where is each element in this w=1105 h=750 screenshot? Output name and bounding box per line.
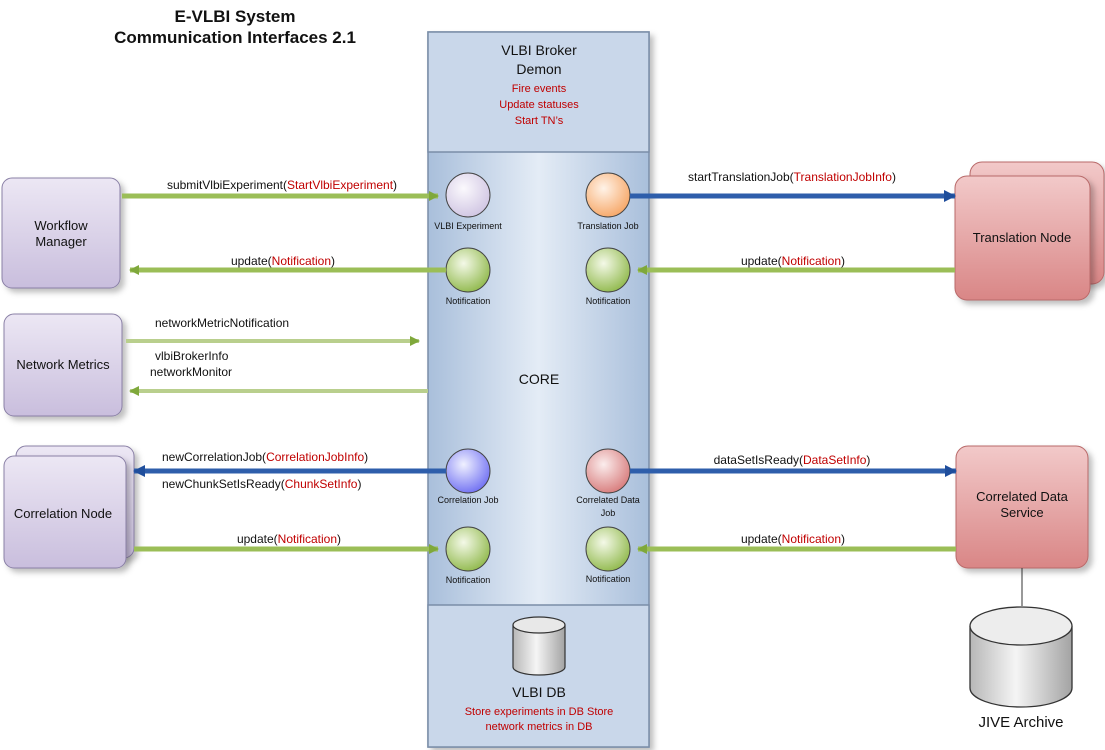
correlated-data-service-label-2: Service <box>1000 505 1043 520</box>
notification-label-cn: Notification <box>446 575 491 585</box>
correlated-data-job-label-1: Correlated Data <box>576 495 640 505</box>
notification-port-tn <box>585 247 631 293</box>
correlation-update-label: update(Notification) <box>237 532 341 546</box>
workflow-manager-label-2: Manager <box>35 234 87 249</box>
broker-title-2: Demon <box>516 61 561 77</box>
notification-port-cds <box>585 526 631 572</box>
title-line-1: E-VLBI System <box>174 7 296 26</box>
translation-job-port <box>585 172 631 218</box>
broker-note-start-tns: Start TN’s <box>515 115 564 127</box>
correlated-data-job-port <box>585 448 631 494</box>
diagram-title: E-VLBI System Communication Interfaces 2… <box>70 6 400 48</box>
network-metrics-label: Network Metrics <box>16 357 110 372</box>
broker-note-update-statuses: Update statuses <box>499 99 579 111</box>
jive-archive-icon <box>969 606 1073 708</box>
workflow-update-label: update(Notification) <box>231 254 335 268</box>
start-translation-job-label: startTranslationJob(TranslationJobInfo) <box>688 170 896 184</box>
vlbi-db-note-1: Store experiments in DB Store <box>465 706 614 718</box>
broker-title-1: VLBI Broker <box>501 42 577 58</box>
workflow-manager-label-1: Workflow <box>34 218 88 233</box>
correlated-data-service-node: Correlated Data Service <box>955 445 1089 569</box>
correlation-node: Correlation Node <box>3 445 135 569</box>
vlbi-db-icon <box>512 616 566 676</box>
correlated-update-label: update(Notification) <box>741 532 845 546</box>
core-label: CORE <box>519 371 559 387</box>
notification-label-wm: Notification <box>446 296 491 306</box>
notification-label-tn: Notification <box>586 296 631 306</box>
vlbi-experiment-port <box>445 172 491 218</box>
correlation-node-label: Correlation Node <box>14 506 112 521</box>
translation-node-label: Translation Node <box>973 230 1072 245</box>
dataset-ready-label: dataSetIsReady(DataSetInfo) <box>714 453 871 467</box>
notification-port-cn <box>445 526 491 572</box>
vlbi-experiment-label: VLBI Experiment <box>434 221 502 231</box>
correlated-data-service-label-1: Correlated Data <box>976 489 1069 504</box>
new-chunkset-label: newChunkSetIsReady(ChunkSetInfo) <box>162 477 361 491</box>
network-monitor-label: networkMonitor <box>150 365 232 379</box>
vlbi-broker-info-label: vlbiBrokerInfo <box>155 349 229 363</box>
vlbi-db-note-2: network metrics in DB <box>486 721 593 733</box>
network-metric-notification-label: networkMetricNotification <box>155 316 289 330</box>
broker-note-fire-events: Fire events <box>512 83 567 95</box>
new-correlation-job-label: newCorrelationJob(CorrelationJobInfo) <box>162 450 368 464</box>
correlation-job-port <box>445 448 491 494</box>
network-metrics-node: Network Metrics <box>3 313 123 417</box>
translation-update-label: update(Notification) <box>741 254 845 268</box>
submit-experiment-label: submitVlbiExperiment(StartVlbiExperiment… <box>167 178 397 192</box>
notification-port-wm <box>445 247 491 293</box>
translation-node: Translation Node <box>954 161 1105 301</box>
vlbi-db-label: VLBI DB <box>512 684 566 700</box>
translation-job-label: Translation Job <box>577 221 638 231</box>
title-line-2: Communication Interfaces 2.1 <box>114 28 356 47</box>
jive-archive-label: JIVE Archive <box>978 714 1063 731</box>
correlation-job-label: Correlation Job <box>437 495 498 505</box>
correlated-data-job-label-2: Job <box>601 508 616 518</box>
workflow-manager-node: Workflow Manager <box>1 177 121 289</box>
notification-label-cds: Notification <box>586 574 631 584</box>
